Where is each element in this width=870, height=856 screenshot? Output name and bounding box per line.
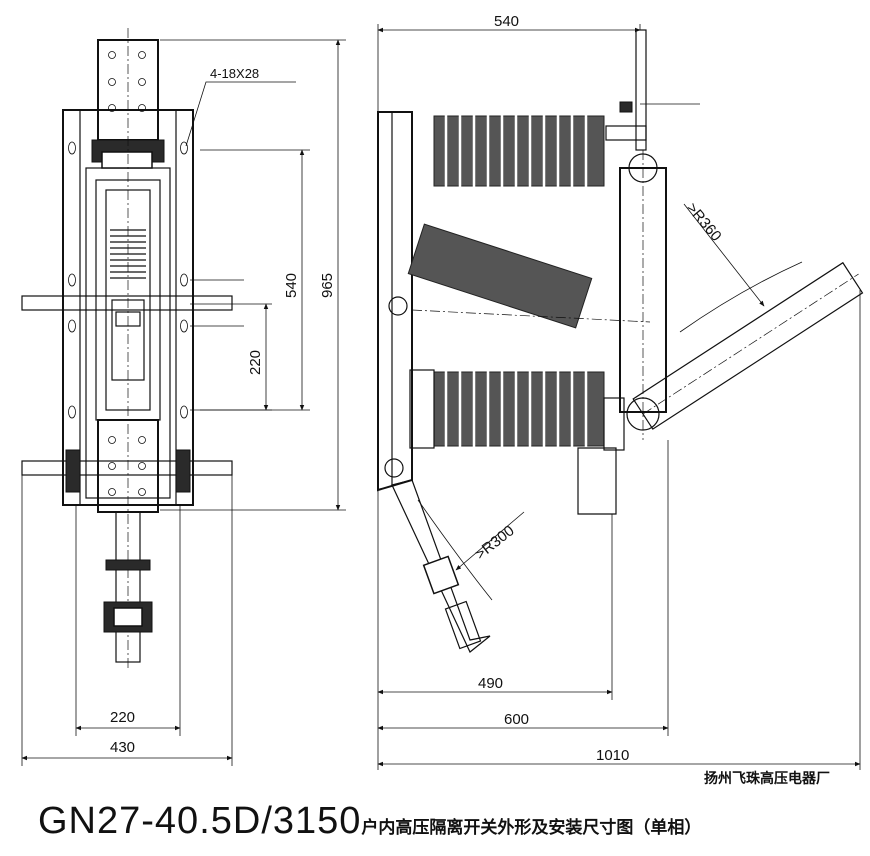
drawing-description: 户内高压隔离开关外形及安装尺寸图（单相） [361,818,702,838]
bottom-insulator [433,371,605,447]
front-view: 4-18X28 540 965 220 220 430 [21,28,346,766]
dim-540-top: 540 [494,13,519,30]
dim-600: 600 [504,711,529,728]
radius-360-label: >R360 [683,200,725,245]
middle-insulator [407,223,593,329]
model-number: GN27-40.5D/3150 [38,800,362,842]
dim-1010: 1010 [596,747,629,764]
side-view: 540 >R360 >R300 490 600 1010 [377,13,864,770]
drawing-title: GN27-40.5D/3150户内高压隔离开关外形及安装尺寸图（单相） [38,800,701,843]
manufacturer-label: 扬州飞珠高压电器厂 [704,771,830,787]
dim-220-vertical: 220 [247,350,264,375]
dim-490: 490 [478,675,503,692]
top-insulator [433,112,605,190]
dim-965-vertical: 965 [319,273,336,298]
bolt-hole-note: 4-18X28 [210,66,259,81]
dim-540-vertical: 540 [283,273,300,298]
radius-300-label: >R300 [472,522,518,563]
dim-220-horizontal: 220 [110,709,135,726]
dim-430-horizontal: 430 [110,739,135,756]
spring-coil [110,229,146,279]
